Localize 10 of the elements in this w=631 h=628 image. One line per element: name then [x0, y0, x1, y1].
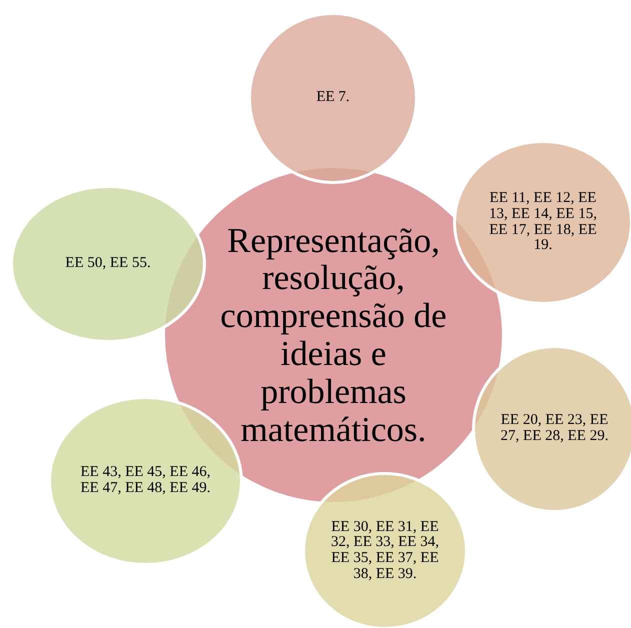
- node-text: EE 43, EE 45, EE 46, EE 47, EE 48, EE 49.: [80, 465, 212, 497]
- circle-shape: [48, 396, 243, 566]
- circle-shape: [10, 185, 206, 343]
- node-text: EE 11, EE 12, EE 13, EE 14, EE 15, EE 17, EE 18, EE 19.: [488, 191, 598, 254]
- node-text: EE 30, EE 31, EE 32, EE 33, EE 34, EE 35, EE 37, EE 38, EE 39.: [330, 520, 440, 582]
- node-text: EE 50, EE 55.: [64, 256, 152, 272]
- central-topic-text: Representação, resolução, compreensão de ideias e problemas matemáticos.: [219, 222, 448, 448]
- circle-shape: [248, 12, 418, 184]
- node-text: EE 20, EE 23, EE 27, EE 28, EE 29.: [500, 413, 610, 445]
- node-text: EE 7.: [315, 90, 351, 106]
